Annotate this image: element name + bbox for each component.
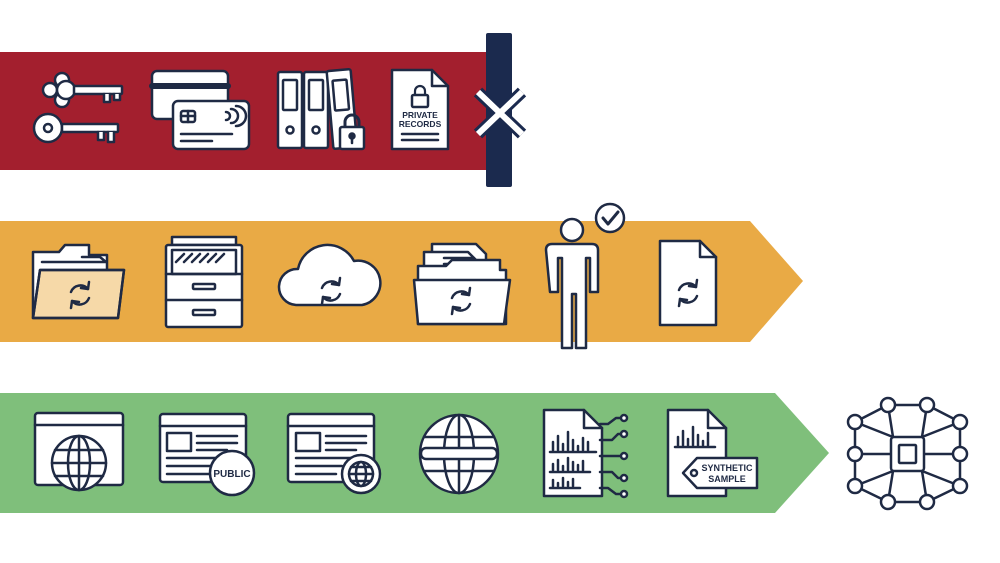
- svg-text:PUBLIC: PUBLIC: [213, 469, 250, 480]
- private-records-document-icon: PRIVATE RECORDS: [390, 68, 450, 151]
- cloud-sync-icon: [277, 243, 382, 307]
- public-webpage-icon: PUBLIC: [158, 412, 256, 497]
- web-browser-globe-icon: [33, 411, 125, 492]
- locked-binders-icon: [276, 68, 366, 151]
- svg-text:RECORDS: RECORDS: [399, 119, 442, 129]
- sync-folder-icon: [31, 243, 126, 320]
- svg-text:SYNTHETIC: SYNTHETIC: [701, 463, 753, 473]
- approved-person-icon: [544, 202, 626, 350]
- data-document-icon: [542, 408, 629, 499]
- sync-document-icon: [658, 239, 718, 327]
- synthetic-sample-tag-icon: SYNTHETIC SAMPLE: [666, 408, 759, 498]
- keys-icon: [32, 71, 124, 144]
- blocked-x-icon: [473, 33, 527, 187]
- filing-cabinet-icon: [164, 235, 244, 329]
- webpage-globe-icon: [286, 412, 382, 495]
- ai-neural-chip-icon: [846, 396, 969, 511]
- globe-icon: [418, 413, 500, 495]
- document-folder-sync-icon: [412, 242, 512, 326]
- svg-text:SAMPLE: SAMPLE: [708, 474, 746, 484]
- credit-cards-icon: [149, 69, 251, 151]
- svg-text:PRIVATE: PRIVATE: [402, 110, 438, 120]
